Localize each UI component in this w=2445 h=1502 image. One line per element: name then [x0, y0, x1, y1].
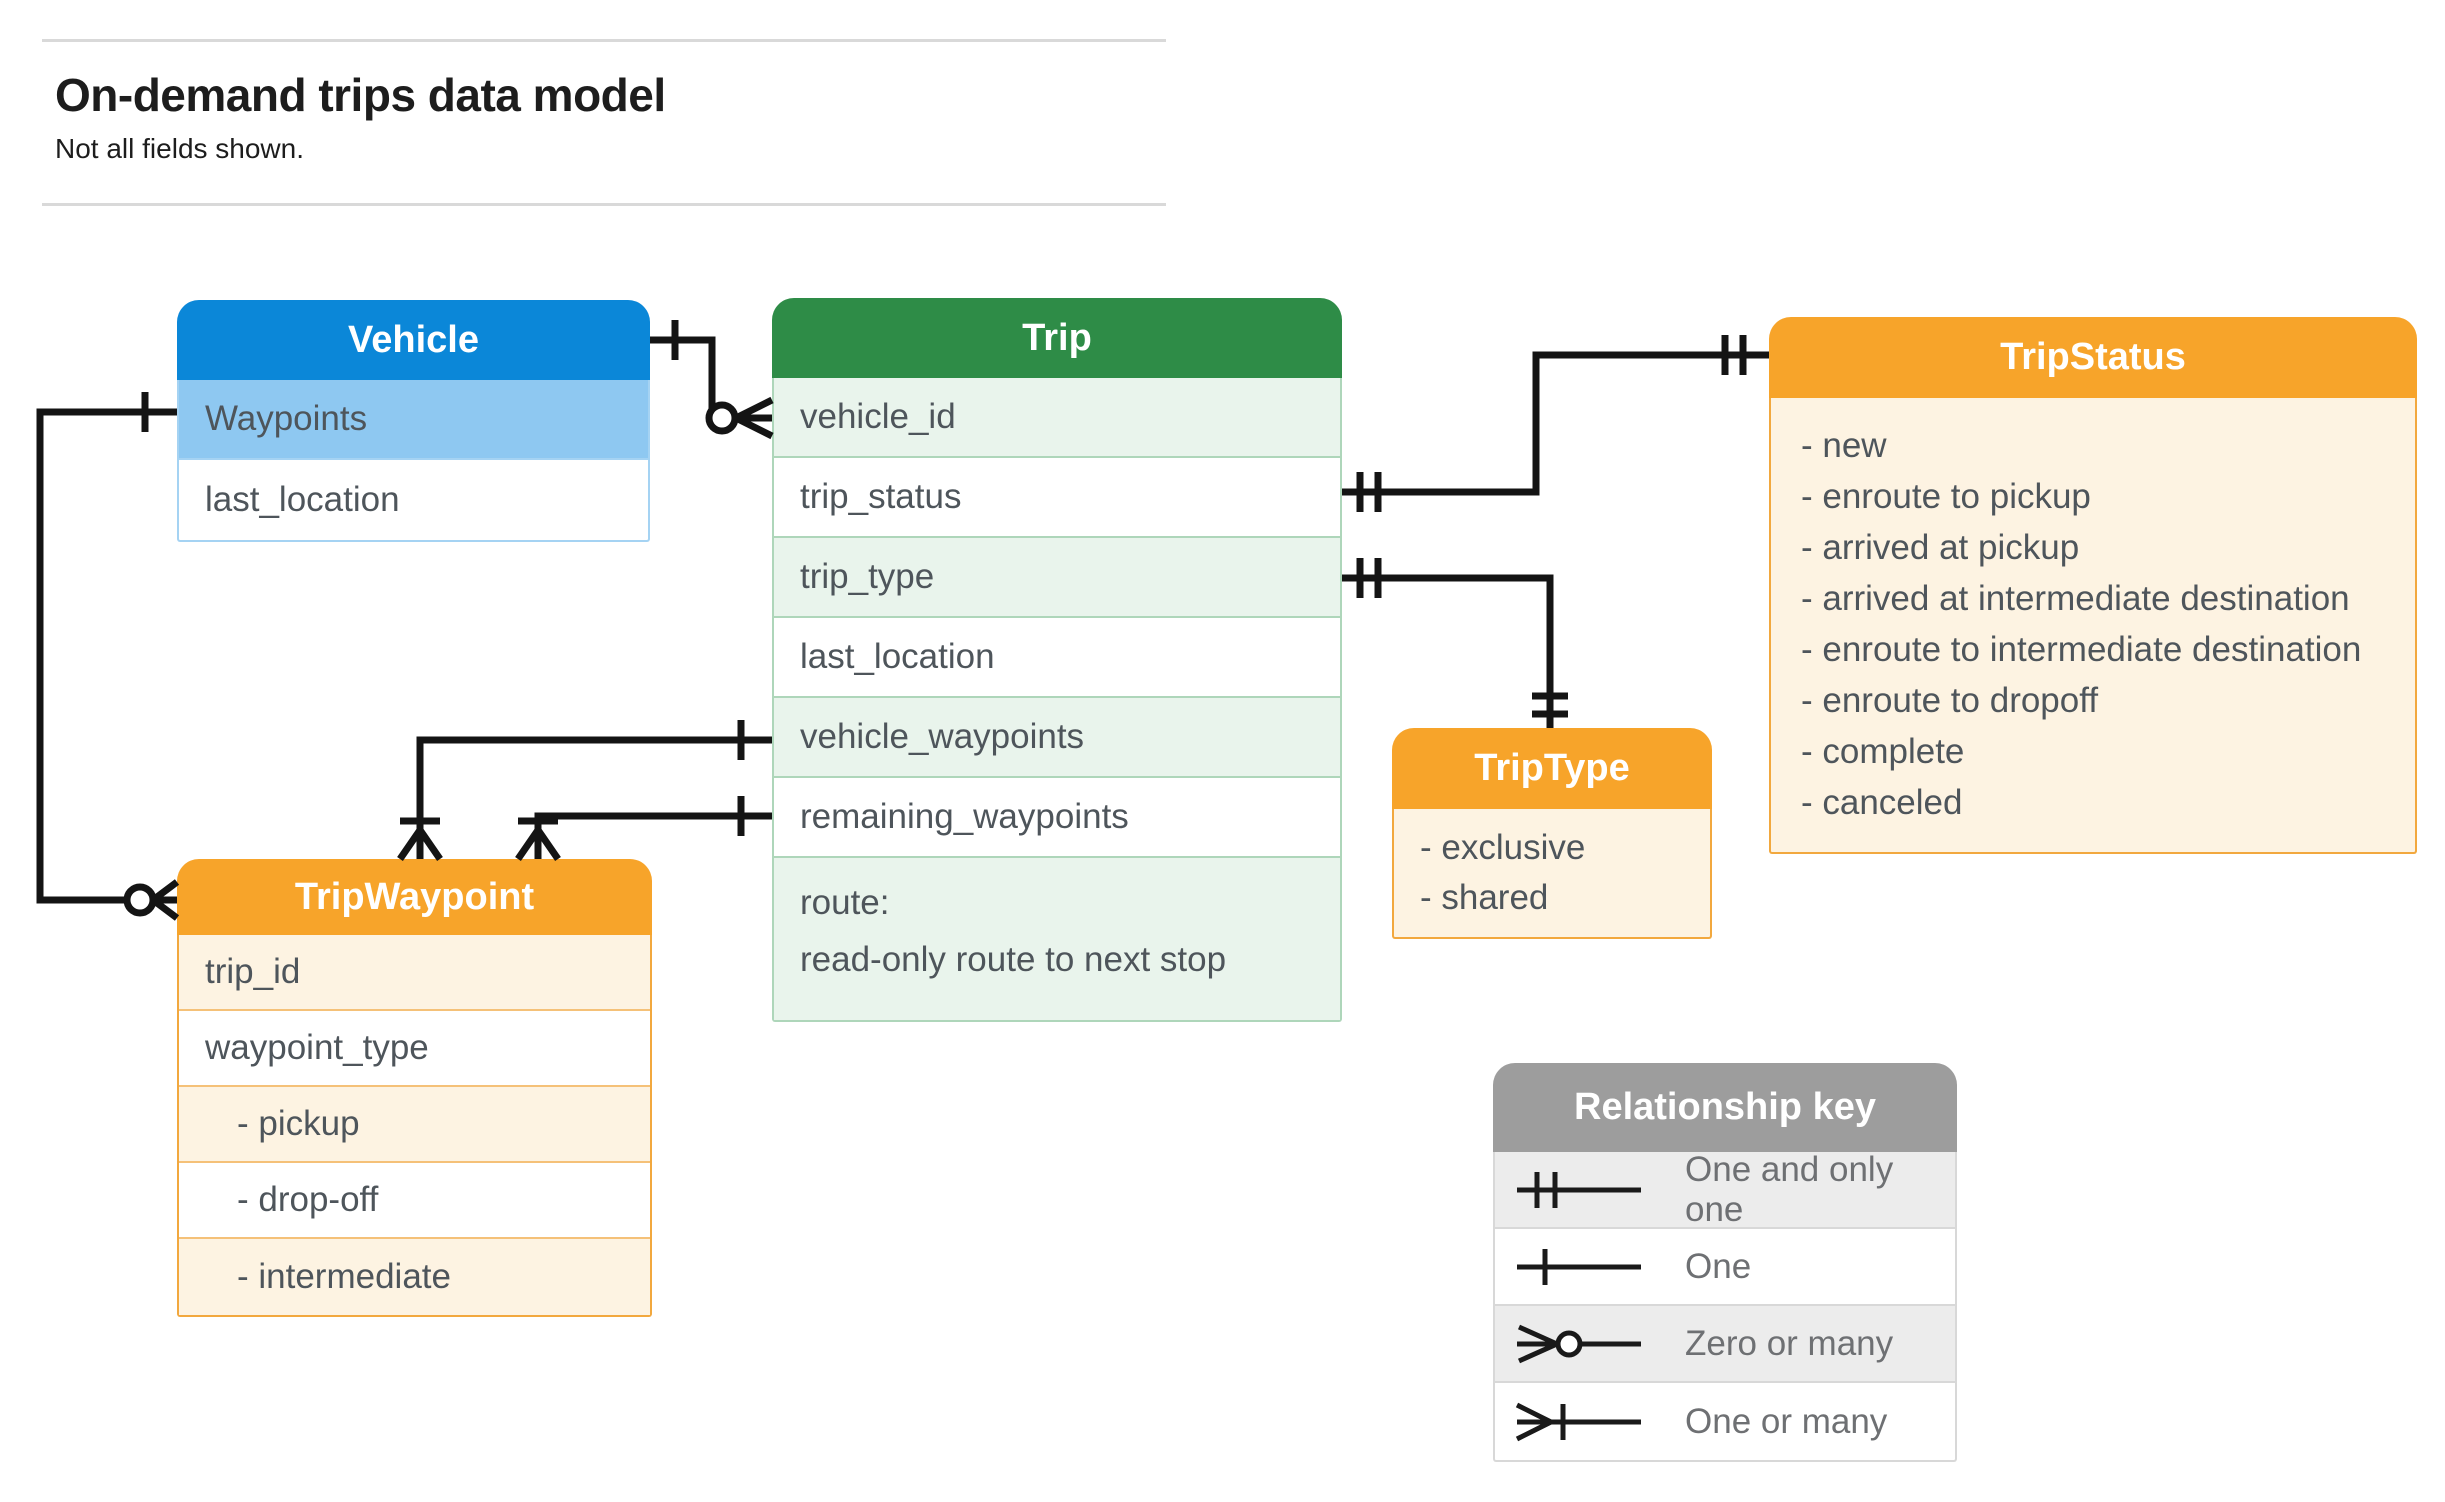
row-intermediate: - intermediate [179, 1239, 650, 1315]
enum-exclusive: - exclusive [1420, 828, 1586, 867]
row-trip-type: trip_type [774, 538, 1340, 618]
enum-arrived-at-intermediate-destination: - arrived at intermediate destination [1801, 579, 2350, 618]
connector-trip-vehicle-waypoints-to-tripwaypoint [397, 720, 772, 861]
entity-trip: Trip vehicle_id trip_status trip_type la… [772, 298, 1342, 1022]
legend-label: One or many [1685, 1401, 1888, 1441]
one-and-only-one-symbol [1517, 1171, 1641, 1208]
one-symbol [1517, 1248, 1641, 1285]
enum-enroute-to-intermediate-destination: - enroute to intermediate destination [1801, 630, 2362, 669]
legend-row-one: One [1495, 1229, 1955, 1306]
legend-row-one-or-many: One or many [1495, 1383, 1955, 1460]
page-subtitle: Not all fields shown. [55, 133, 305, 164]
enum-arrived-at-pickup: - arrived at pickup [1801, 528, 2080, 567]
entity-tripstatus: TripStatus - new - enroute to pickup - a… [1769, 317, 2417, 854]
entity-tripwaypoint: TripWaypoint trip_id waypoint_type - pic… [177, 859, 652, 1317]
page-title: On-demand trips data model [55, 69, 666, 121]
row-route: route: read-only route to next stop [774, 858, 1340, 1020]
legend-row-zero-or-many: Zero or many [1495, 1306, 1955, 1383]
enum-complete: - complete [1801, 732, 1965, 771]
entity-vehicle-title: Vehicle [177, 300, 650, 380]
row-waypoint-type: waypoint_type [179, 1011, 650, 1087]
row-pickup: - pickup [179, 1087, 650, 1163]
entity-vehicle: Vehicle Waypoints last_location [177, 300, 650, 542]
entity-triptype-body: - exclusive - shared [1392, 809, 1712, 939]
row-vehicle-waypoints: vehicle_waypoints [774, 698, 1340, 778]
legend-label: One and only one [1685, 1149, 1894, 1229]
entity-trip-title: Trip [772, 298, 1342, 378]
connector-trip-remaining-waypoints-to-tripwaypoint [515, 796, 772, 861]
legend-row-one-and-only-one: One and only one [1495, 1149, 1955, 1229]
row-waypoints: Waypoints [179, 380, 648, 460]
enum-new: - new [1801, 426, 1887, 465]
entity-vehicle-body: Waypoints last_location [177, 380, 650, 542]
entity-tripstatus-title: TripStatus [1769, 317, 2417, 398]
entity-triptype: TripType - exclusive - shared [1392, 728, 1712, 939]
row-remaining-waypoints: remaining_waypoints [774, 778, 1340, 858]
one-or-many-symbol [1515, 1402, 1641, 1441]
legend-label: Zero or many [1685, 1323, 1894, 1363]
connector-vehicle-to-trip-vehicle-id [650, 320, 774, 440]
entity-tripstatus-body: - new - enroute to pickup - arrived at p… [1769, 398, 2417, 854]
row-trip-id: trip_id [179, 935, 650, 1011]
entity-triptype-title: TripType [1392, 728, 1712, 809]
entity-trip-body: vehicle_id trip_status trip_type last_lo… [772, 378, 1342, 1022]
row-trip-status: trip_status [774, 458, 1340, 538]
relationship-key-title: Relationship key [1493, 1063, 1957, 1152]
row-route-line2: read-only route to next stop [800, 940, 1227, 980]
divider-line-bottom [42, 203, 1166, 206]
divider-line-top [42, 39, 1166, 42]
enum-enroute-to-pickup: - enroute to pickup [1801, 477, 2091, 516]
zero-or-many-symbol [1517, 1324, 1641, 1363]
row-drop-off: - drop-off [179, 1163, 650, 1239]
row-vehicle-id: vehicle_id [774, 378, 1340, 458]
relationship-key: Relationship key One and only one One [1493, 1063, 1957, 1462]
connector-trip-type-to-triptype [1342, 558, 1568, 728]
connector-trip-status-to-tripstatus [1342, 335, 1769, 512]
legend-label: One [1685, 1246, 1752, 1286]
row-last-location: last_location [205, 480, 400, 519]
row-last-location-trip: last_location [774, 618, 1340, 698]
entity-tripwaypoint-title: TripWaypoint [177, 859, 652, 935]
enum-shared: - shared [1420, 878, 1549, 917]
row-route-line1: route: [800, 883, 890, 922]
relationship-key-body: One and only one One Zero or many On [1493, 1149, 1957, 1462]
connector-vehicle-waypoints-to-tripwaypoint [36, 392, 180, 921]
enum-enroute-to-dropoff: - enroute to dropoff [1801, 681, 2099, 720]
entity-tripwaypoint-body: trip_id waypoint_type - pickup - drop-of… [177, 935, 652, 1317]
enum-canceled: - canceled [1801, 783, 1963, 822]
